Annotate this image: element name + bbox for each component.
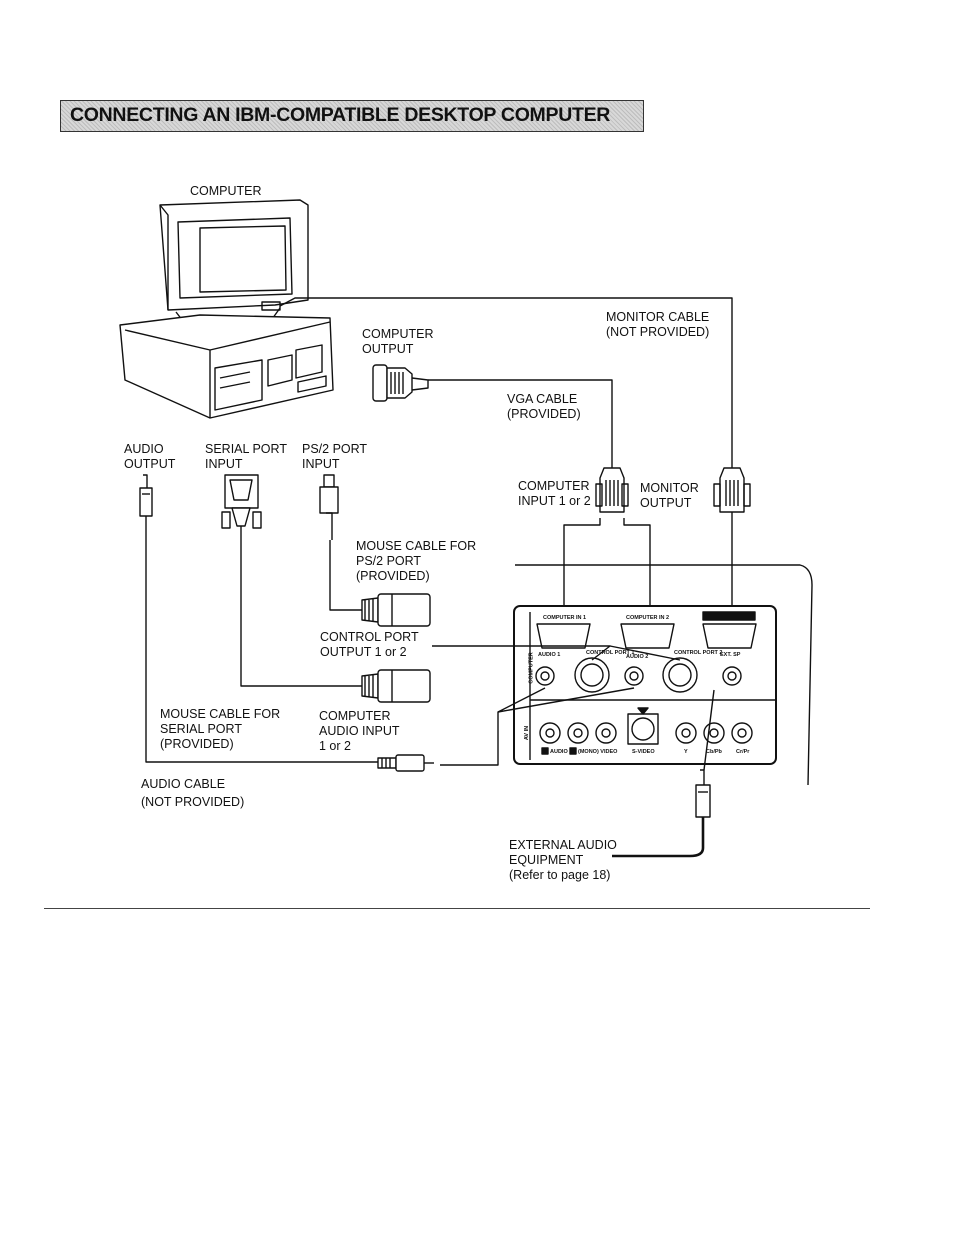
- computer-in-1-port: [536, 623, 591, 649]
- computer-base-icon: [119, 301, 334, 419]
- title-banner: [60, 100, 644, 132]
- external-audio-plug-icon: [695, 769, 711, 818]
- panel-control-port-2: CONTROL PORT 2: [674, 650, 723, 656]
- panel-audio: AUDIO: [550, 749, 568, 755]
- panel-audio-1: AUDIO 1: [538, 652, 561, 658]
- vga-cable: [428, 379, 613, 468]
- serial-mouse-plug-icon: [361, 669, 431, 703]
- panel-cr-pr: Cr/Pr: [736, 749, 750, 755]
- ps2-mouse-plug-icon: [361, 593, 431, 627]
- label-computer-input: COMPUTER INPUT 1 or 2: [518, 479, 591, 508]
- label-serial-port-input: SERIAL PORT INPUT: [205, 442, 287, 471]
- label-external-audio: EXTERNAL AUDIO EQUIPMENT (Refer to page …: [509, 838, 617, 882]
- ps2-mouse-cable: [329, 540, 364, 611]
- terminal-panel: [513, 605, 777, 765]
- computer-in-2-port: [620, 623, 675, 649]
- panel-audio-2: AUDIO 2: [626, 654, 649, 660]
- label-audio-output: AUDIO OUTPUT: [124, 442, 176, 471]
- label-computer: COMPUTER: [190, 184, 262, 198]
- label-computer-output: COMPUTER OUTPUT: [362, 327, 434, 356]
- horizontal-rule: [44, 908, 870, 909]
- page-title: CONNECTING AN IBM-COMPATIBLE DESKTOP COM…: [70, 104, 611, 126]
- label-mouse-cable-serial: MOUSE CABLE FOR SERIAL PORT (PROVIDED): [160, 707, 281, 751]
- label-monitor-output: MONITOR OUTPUT: [640, 481, 699, 510]
- panel-ext-sp: EXT. SP: [720, 652, 741, 658]
- audio-input-line: [440, 687, 546, 766]
- panel-av-in-section: AV IN: [524, 725, 531, 741]
- monitor-out-port: [702, 623, 757, 649]
- serial-mouse-cable: [240, 526, 362, 687]
- panel-computer-in-2: COMPUTER IN 2: [626, 615, 670, 621]
- projector-body: [515, 564, 813, 786]
- panel-s-video: S-VIDEO: [632, 749, 655, 755]
- ps2-port-connector-icon: [319, 474, 339, 540]
- label-vga-cable: VGA CABLE (PROVIDED): [507, 392, 581, 421]
- computer-output-connector-icon: [372, 364, 429, 402]
- external-audio-cable: [612, 817, 705, 858]
- label-control-port-output: CONTROL PORT OUTPUT 1 or 2: [320, 630, 419, 659]
- panel-computer-in-1: COMPUTER IN 1: [543, 615, 587, 621]
- label-computer-audio-input: COMPUTER AUDIO INPUT 1 or 2: [319, 709, 400, 753]
- monitor-cable: [279, 297, 733, 468]
- label-mouse-cable-ps2: MOUSE CABLE FOR PS/2 PORT (PROVIDED): [356, 539, 477, 583]
- audio-cable-plug-icon: [377, 754, 434, 772]
- computer-input-connector-icon: [595, 467, 629, 513]
- panel-y: Y: [684, 749, 688, 755]
- label-audio-cable: AUDIO CABLE (NOT PROVIDED): [141, 777, 245, 809]
- panel-control-port-1: CONTROL PORT 1: [586, 650, 635, 656]
- label-ps2-port-input: PS/2 PORT INPUT: [302, 442, 368, 471]
- panel-computer-section: COMPUTER: [528, 652, 535, 684]
- label-monitor-cable: MONITOR CABLE (NOT PROVIDED): [606, 310, 710, 339]
- computer-monitor-icon: [159, 199, 309, 335]
- panel-cb-pb: Cb/Pb: [706, 749, 722, 755]
- audio-cable: [145, 516, 378, 763]
- monitor-output-connector-icon: [713, 467, 751, 513]
- serial-port-connector-icon: [221, 474, 262, 529]
- panel-mono-video: (MONO) VIDEO: [578, 749, 618, 755]
- audio-output-plug-icon: [139, 474, 153, 517]
